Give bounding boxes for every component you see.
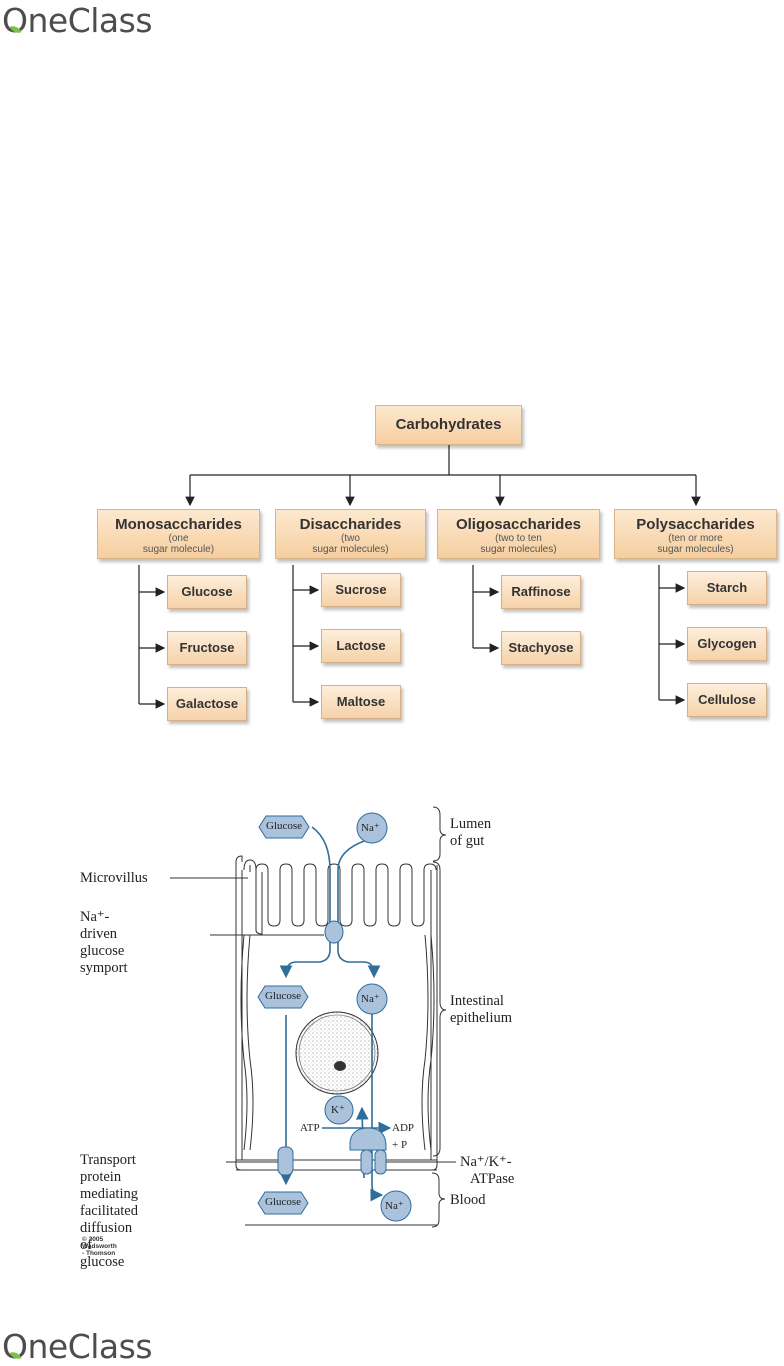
glucose-hexagon-bottom [257,1191,309,1215]
atp-label: ATP [300,1122,320,1134]
glucose-label-bottom: Glucose [265,1196,302,1208]
sodium-ion-bottom: Na⁺ [385,1200,404,1212]
blood-label: Blood [450,1192,486,1208]
potassium-ion: K⁺ [331,1104,345,1116]
microvillus-label: Microvillus [80,870,148,886]
symport-label: Na⁺-driven glucose symport [80,909,128,977]
lumen-label: Lumen of gut [450,816,491,850]
category-subtitle: (ten or more [668,533,723,544]
item-glycogen: Glycogen [687,627,767,661]
epithelium-illustration [170,806,456,1228]
symport-label-line: glucose symport [80,943,128,976]
transport-label-line: mediating facilitated [80,1186,138,1219]
category-oligosaccharides: Oligosaccharides (two to ten sugar molec… [437,509,600,559]
glucose-label-top: Glucose [266,820,303,832]
logo-text: OneClass [2,1327,153,1366]
category-disaccharides: Disaccharides (two sugar molecules) [275,509,426,559]
glucose-hexagon-middle [257,985,309,1009]
item-lactose: Lactose [321,629,401,663]
category-polysaccharides: Polysaccharides (ten or more sugar molec… [614,509,777,559]
category-monosaccharides: Monosaccharides (one sugar molecule) [97,509,260,559]
item-raffinose: Raffinose [501,575,581,609]
category-subtitle: sugar molecules) [657,544,734,555]
transport-protein-label: Transport protein mediating facilitated … [80,1152,138,1271]
category-subtitle: (two [341,533,360,544]
transport-label-line: diffusion of glucose [80,1220,133,1270]
item-stachyose: Stachyose [501,631,581,665]
category-title: Monosaccharides [115,516,242,533]
intestinal-label-line: epithelium [450,1010,513,1026]
atpase-label-line: ATPase [470,1171,515,1187]
root-label: Carbohydrates [395,416,502,433]
item-galactose: Galactose [167,687,247,721]
carbohydrate-classification-diagram: Carbohydrates Monosaccharides (one sugar… [97,405,777,721]
category-subtitle: sugar molecule) [142,544,215,555]
item-sucrose: Sucrose [321,573,401,607]
oneclass-logo-footer: OneClass [2,1327,153,1366]
item-glucose: Glucose [167,575,247,609]
category-title: Oligosaccharides [455,516,582,533]
transport-label-line: Transport protein [80,1152,136,1185]
item-cellulose: Cellulose [687,683,767,717]
category-subtitle: sugar molecules) [312,544,389,555]
copyright-notice: © 2005 Wadsworth - Thomson [82,1236,117,1257]
category-title: Polysaccharides [636,516,755,533]
category-title: Disaccharides [299,516,402,533]
atpase-label-line: Na⁺/K⁺- [460,1154,512,1170]
lumen-label-line: Lumen [450,816,492,832]
lumen-label-line: of gut [450,833,485,849]
logo-text: OneClass [2,1,153,40]
symport-label-line: Na⁺-driven [80,909,118,942]
category-subtitle: (one [168,533,189,544]
adp-label: ADP + P [392,1122,414,1151]
atpase-label: Na⁺/K⁺- ATPase [460,1154,514,1188]
glucose-hexagon-top [258,815,310,839]
item-maltose: Maltose [321,685,401,719]
carbohydrates-root-box: Carbohydrates [375,405,522,445]
intestinal-epithelium-label: Intestinal epithelium [450,993,512,1027]
sodium-ion-top: Na⁺ [361,822,380,834]
tree-connectors [138,445,701,709]
item-starch: Starch [687,571,767,605]
item-fructose: Fructose [167,631,247,665]
intestinal-label-line: Intestinal [450,993,504,1009]
category-subtitle: sugar molecules) [480,544,557,555]
glucose-label-middle: Glucose [265,990,302,1002]
sodium-ion-middle: Na⁺ [361,993,380,1005]
oneclass-logo: OneClass [2,1,153,40]
category-subtitle: (two to ten [495,533,542,544]
